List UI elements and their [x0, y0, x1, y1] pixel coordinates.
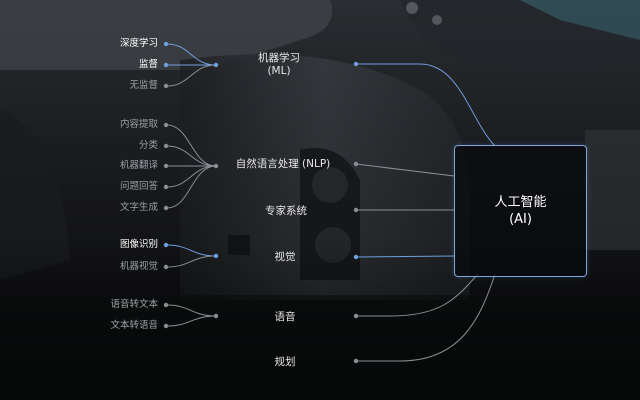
connector-nlp-leaf-1	[166, 145, 217, 167]
ai-root-node[interactable]: 人工智能 (AI)	[454, 145, 587, 277]
leaf-content-extraction[interactable]: 内容提取	[119, 119, 158, 130]
dot-ml-leaf-0	[163, 41, 169, 47]
dot-vision-branch	[353, 254, 359, 260]
leaf-supervised[interactable]: 监督	[138, 59, 158, 70]
branch-expert-label[interactable]: 专家系统	[265, 205, 307, 217]
connector-speech-leaf-0	[166, 304, 217, 317]
dot-vision-leaf-0	[163, 242, 169, 248]
leaf-machine-vision[interactable]: 机器视觉	[119, 261, 158, 272]
dot-ml-leaf-1	[163, 62, 169, 68]
leaf-text-generation[interactable]: 文字生成	[119, 202, 158, 213]
branch-vision-label[interactable]: 视觉	[274, 251, 296, 263]
dot-nlp-leaf-3	[163, 184, 169, 190]
dot-nlp-branch	[353, 161, 359, 167]
dot-nlp-join	[213, 163, 219, 169]
dot-speech-leaf-1	[163, 323, 169, 329]
connector-ml-leaf-2	[166, 64, 217, 87]
connector-nlp-leaf-0	[166, 124, 217, 167]
connector-vision-leaf-1	[166, 255, 217, 268]
branch-planning-label[interactable]: 规划	[274, 356, 296, 368]
ai-root-label: 人工智能	[494, 195, 547, 210]
dot-vision-join	[213, 253, 219, 259]
dot-ml-join	[213, 62, 219, 68]
dot-speech-join	[213, 313, 219, 319]
leaf-image-recognition[interactable]: 图像识别	[119, 239, 158, 250]
connector-vision-leaf-0	[166, 244, 217, 257]
leaf-speech-to-text[interactable]: 语音转文本	[110, 299, 158, 310]
connector-planning-root	[356, 273, 496, 362]
branch-ml-label[interactable]: 机器学习	[258, 52, 300, 64]
dot-ml-leaf-2	[163, 83, 169, 89]
branch-ml-abbrev[interactable]: (ML)	[267, 65, 291, 77]
dot-speech-branch	[353, 313, 359, 319]
dot-vision-leaf-1	[163, 264, 169, 270]
leaf-question-answering[interactable]: 问题回答	[119, 181, 158, 192]
branch-speech-label[interactable]: 语音	[274, 311, 296, 323]
leaf-deep-learning[interactable]: 深度学习	[119, 38, 158, 49]
connector-ml-root	[356, 63, 496, 147]
dot-expert-branch	[353, 207, 359, 213]
connector-nlp-leaf-4	[166, 165, 217, 209]
connector-ml-leaf-0	[166, 43, 217, 66]
ai-root-abbrev: (AI)	[509, 212, 532, 227]
leaf-classification[interactable]: 分类	[138, 140, 158, 151]
leaf-unsupervised[interactable]: 无监督	[129, 80, 158, 91]
dot-planning-branch	[353, 358, 359, 364]
connector-nlp-root	[355, 163, 455, 177]
dot-ml-branch	[353, 61, 359, 67]
dot-nlp-leaf-4	[163, 205, 169, 211]
dot-nlp-leaf-2	[163, 163, 169, 169]
dot-nlp-leaf-0	[163, 122, 169, 128]
connector-speech-leaf-1	[166, 315, 217, 327]
dot-nlp-leaf-1	[163, 143, 169, 149]
connector-vision-root	[355, 255, 455, 258]
dot-speech-leaf-0	[163, 302, 169, 308]
leaf-text-to-speech[interactable]: 文本转语音	[110, 320, 158, 331]
connector-nlp-leaf-3	[166, 165, 217, 188]
leaf-machine-translation[interactable]: 机器翻译	[119, 160, 158, 171]
branch-nlp-label[interactable]: 自然语言处理 (NLP)	[235, 158, 331, 170]
connector-speech-root	[356, 273, 479, 317]
